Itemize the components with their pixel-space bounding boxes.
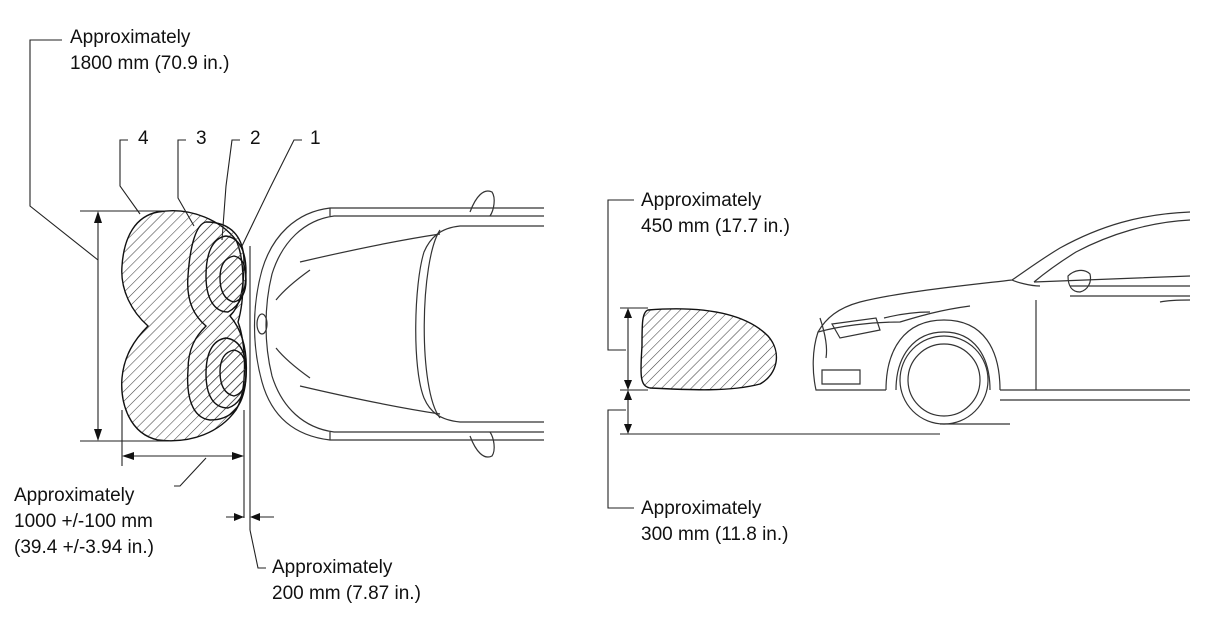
height-300-line2: 300 mm (11.8 in.): [641, 524, 789, 545]
height-300-line1: Approximately: [641, 498, 762, 519]
height-dimension-1800: [29, 39, 170, 442]
height-450-label: Approximately 450 mm (17.7 in.): [641, 188, 790, 240]
zone-1-area-lower: [219, 349, 247, 397]
gap-dimension-200: [226, 246, 274, 569]
gap-200-label: Approximately 200 mm (7.87 in.): [272, 555, 421, 607]
height-dimension-300: [607, 390, 940, 509]
zone-number-2: 2: [250, 128, 261, 149]
height-300-label: Approximately 300 mm (11.8 in.): [641, 496, 788, 548]
height-1800-label: Approximately 1800 mm (70.9 in.): [70, 25, 229, 77]
width-dimension-1000: [121, 410, 245, 518]
zone-number-1: 1: [310, 128, 321, 149]
zone-leaders: [119, 139, 302, 247]
width-1000-line1: Approximately: [14, 485, 135, 506]
gap-200-line2: 200 mm (7.87 in.): [272, 583, 421, 604]
height-450-line1: Approximately: [641, 190, 762, 211]
width-1000-line2: 1000 +/-100 mm: [14, 511, 153, 532]
side-zone-area: [640, 308, 778, 391]
top-view-detection-zones: [121, 210, 248, 442]
height-dimension-450: [607, 199, 648, 391]
car-side-view: [812, 211, 1191, 425]
height-450-line2: 450 mm (17.7 in.): [641, 216, 790, 237]
side-view-detection-zone: [640, 308, 778, 391]
width-1000-label: Approximately 1000 +/-100 mm (39.4 +/-3.…: [14, 483, 154, 561]
height-1800-line1: Approximately: [70, 27, 191, 48]
gap-200-line1: Approximately: [272, 557, 393, 578]
zone-number-3: 3: [196, 128, 207, 149]
width-1000-line3: (39.4 +/-3.94 in.): [14, 537, 154, 558]
zone-number-4: 4: [138, 128, 149, 149]
car-top-view: [253, 190, 544, 458]
zone-1-area: [219, 255, 247, 303]
height-1800-line2: 1800 mm (70.9 in.): [70, 53, 230, 74]
